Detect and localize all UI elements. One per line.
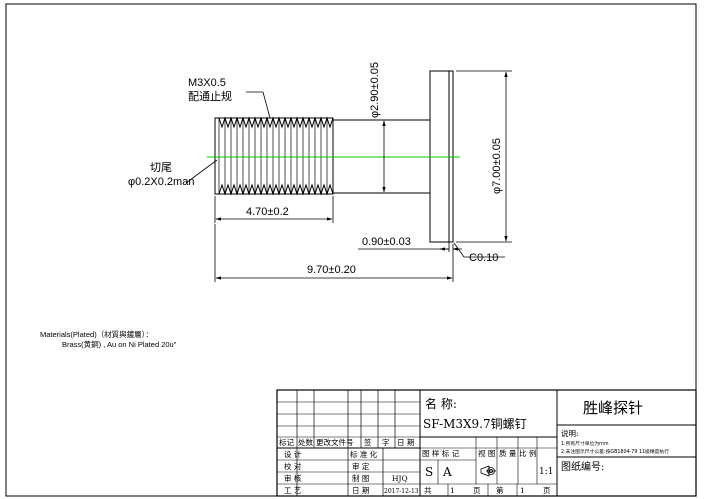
shank-dia-dim: φ2.90±0.05	[369, 62, 381, 118]
rev-header-sign1: 签	[364, 437, 372, 447]
title-block-texts: 名 称: SF-M3X9.7铜螺钉 胜峰探针 标记 处数 更改文件号 签 字 日…	[279, 396, 669, 495]
rev-header-count: 处数	[298, 437, 313, 447]
drawing-no-label: 图纸编号:	[561, 460, 604, 473]
role-design: 设 计	[284, 449, 302, 459]
scale-value: 1:1	[539, 467, 553, 477]
head-thickness-dim: 0.90±0.03	[362, 236, 411, 248]
col-header-view: 视 图	[478, 448, 495, 458]
note-2: 2.未注图示尺寸公差:按GB1804-79 11级精度执行	[561, 448, 669, 455]
chamfer-leader	[453, 242, 465, 258]
thread-length-dim: 4.70±0.2	[246, 206, 289, 218]
current-page: 1	[520, 486, 525, 495]
role-check: 校 对	[284, 461, 302, 471]
col-header-mark: 图 样 标 记	[422, 448, 460, 458]
undercut-size-label: φ0.2X0.2man	[128, 176, 194, 188]
thread-gauge-label: 配通止规	[188, 89, 232, 103]
materials-line: Brass(黄銅) , Au on Ni Plated 20u"	[62, 339, 177, 349]
name-label: 名 称:	[425, 396, 457, 411]
thread-roots	[218, 183, 334, 196]
head-dia-dim: φ7.00±0.05	[491, 138, 503, 194]
draw-label: 制 图	[352, 473, 369, 483]
company-name: 胜峰探针	[583, 399, 643, 417]
rev-header-sign2: 字	[382, 437, 390, 447]
rev-header-mark: 标记	[279, 437, 294, 447]
part-name: SF-M3X9.7铜螺钉	[423, 416, 527, 431]
title-block	[276, 389, 697, 497]
drawing-date: 2017-12-13	[384, 488, 419, 495]
materials-title: Materials(Plated)（材質與鍍層）：	[40, 329, 153, 339]
note-1: 1.所有尺寸单位为mm	[561, 440, 609, 447]
rev-header-date: 日 期	[397, 438, 414, 447]
undercut-label: 切尾	[150, 161, 172, 174]
chamfer-dim: C0.10	[469, 252, 498, 264]
role-review: 审 核	[284, 473, 302, 483]
mark-a: A	[442, 465, 452, 479]
sheet-border	[5, 3, 697, 497]
mark-s: S	[425, 465, 433, 479]
std-label: 标 准 化	[350, 449, 378, 459]
rev-header-docno: 更改文件号	[316, 437, 354, 447]
thread-lines	[218, 118, 328, 194]
current-label: 第	[496, 485, 504, 495]
projection-symbol-icon	[480, 465, 496, 477]
page-label-1: 页	[473, 486, 481, 495]
date-label: 日 期	[352, 486, 369, 495]
undercut-leader	[185, 159, 218, 184]
role-process: 工 艺	[284, 486, 301, 495]
thread-crests	[218, 116, 334, 129]
dimensions	[185, 70, 512, 282]
notes-title: 说明:	[561, 428, 579, 438]
thread-spec-label: M3X0.5	[188, 77, 226, 89]
col-header-mass: 质 量	[499, 448, 517, 458]
col-header-scale: 比 例	[519, 448, 536, 458]
total-pages: 1	[450, 486, 455, 495]
drafter-name: HJQ	[392, 474, 408, 483]
approve-label: 审 定	[352, 461, 370, 471]
total-length-dim: 9.70±0.20	[307, 264, 356, 276]
dimension-texts: M3X0.5 配通止规 切尾 φ0.2X0.2man 4.70±0.2 9.70…	[128, 62, 503, 276]
total-label: 共	[424, 486, 432, 495]
page-label-2: 页	[543, 486, 551, 495]
